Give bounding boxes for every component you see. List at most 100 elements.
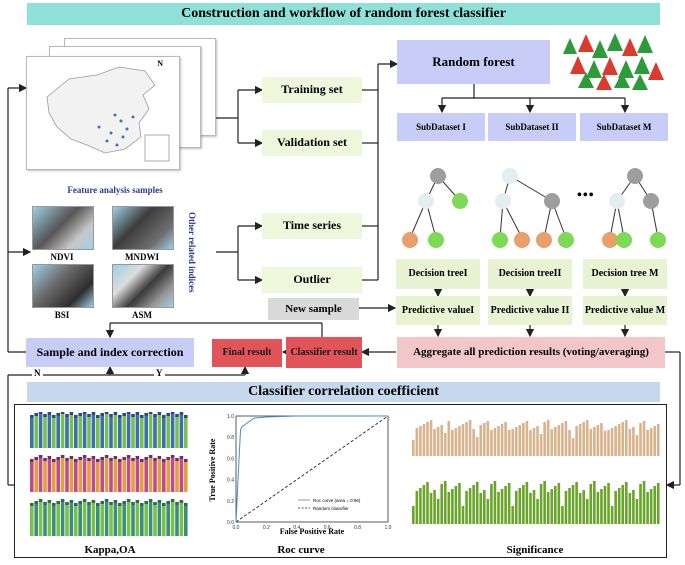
kappa-bar-cap: [43, 414, 47, 417]
kappa-bar-cap: [135, 412, 140, 415]
kappa-bar-cap: [153, 458, 157, 461]
significance-bar: [646, 492, 649, 524]
significance-bar: [585, 420, 589, 456]
kappa-bar-cap: [148, 499, 153, 502]
significance-bar: [436, 499, 440, 524]
kappa-bar-cap: [78, 501, 82, 504]
significance-bar: [475, 437, 479, 456]
significance-bar: [522, 485, 525, 524]
forest-illustration: [563, 33, 664, 90]
kappa-bar: [100, 416, 104, 448]
kappa-bar: [96, 462, 100, 492]
kappa-bar-cap: [140, 415, 144, 418]
significance-bar: [639, 484, 642, 524]
kappa-bar-cap: [38, 412, 43, 414]
significance-bar: [507, 483, 511, 524]
significance-bar: [635, 499, 639, 524]
kappa-bar-cap: [74, 415, 78, 418]
subdataset-1: SubDataset I: [397, 113, 485, 141]
kappa-bar: [56, 416, 60, 448]
kappa-bar: [52, 418, 56, 448]
significance-bar: [554, 427, 557, 456]
significance-bar: [429, 420, 433, 456]
subdataset-m: SubDataset M: [580, 113, 668, 141]
kappa-bar: [65, 417, 69, 448]
north-arrow-label: N: [157, 59, 163, 68]
significance-bar: [500, 424, 504, 456]
significance-bar: [596, 425, 600, 456]
kappa-bar-cap: [131, 414, 135, 417]
kappa-bar: [122, 416, 126, 448]
kappa-bar: [69, 459, 74, 492]
significance-bar: [511, 506, 514, 524]
kappa-bar-cap: [170, 455, 175, 458]
significance-bar: [532, 490, 536, 524]
significance-bar: [575, 482, 578, 524]
significance-bar: [536, 426, 539, 456]
roc-ytick-label: 0.6: [227, 456, 234, 462]
bsi-image: [32, 264, 94, 308]
kappa-bar-cap: [69, 500, 74, 503]
significance-bar: [532, 428, 536, 456]
kappa-bar: [74, 418, 78, 448]
significance-bar: [493, 428, 497, 456]
kappa-bar-cap: [166, 501, 170, 504]
kappa-bar-cap: [43, 458, 47, 461]
kappa-bar-cap: [140, 503, 144, 506]
significance-bar: [447, 421, 451, 456]
kappa-bar: [47, 415, 52, 448]
kappa-bar-cap: [52, 415, 56, 418]
kappa-bar: [118, 462, 122, 492]
kappa-bar-cap: [100, 413, 104, 416]
kappa-bar: [175, 417, 179, 448]
significance-bar: [429, 493, 433, 524]
significance-bar: [564, 491, 568, 524]
significance-bar: [571, 485, 575, 524]
significance-bar: [412, 506, 415, 524]
kappa-bar: [91, 415, 96, 448]
branch-yes-label: Y: [154, 368, 165, 378]
kappa-bar-cap: [144, 501, 148, 504]
significance-bar: [458, 483, 461, 524]
kappa-bar: [43, 461, 47, 492]
ndvi-label: NDVI: [50, 252, 74, 262]
significance-bar: [465, 422, 468, 456]
ellipsis: •••: [577, 188, 595, 203]
kappa-bar-cap: [91, 500, 96, 503]
kappa-bar: [52, 462, 56, 492]
roc-legend-curve: Roc curve (area = 0.96): [313, 498, 361, 503]
kappa-bar-cap: [96, 503, 100, 506]
kappa-bar: [179, 459, 184, 492]
significance-bar: [571, 438, 575, 456]
kappa-bar-cap: [184, 459, 188, 462]
kappa-bar: [78, 504, 82, 536]
kappa-bar: [179, 415, 184, 448]
kappa-bar-cap: [65, 458, 69, 461]
significance-bar: [490, 484, 493, 524]
kappa-bar-cap: [148, 412, 153, 414]
kappa-bar: [43, 417, 47, 448]
kappa-bar: [60, 458, 65, 492]
significance-bar: [440, 425, 443, 456]
significance-bar: [546, 492, 550, 524]
kappa-bar: [78, 460, 82, 492]
significance-bar: [422, 424, 426, 456]
significance-bar: [593, 427, 596, 456]
significance-bar: [443, 481, 447, 524]
kappa-bar: [82, 414, 87, 448]
significance-bar: [610, 506, 614, 524]
roc-xtick-label: 0.8: [354, 525, 361, 531]
kappa-bar-cap: [34, 501, 38, 504]
roc-panel-label: Roc curve: [277, 544, 325, 556]
kappa-bar: [69, 503, 74, 536]
flow-connectors: [7, 59, 681, 490]
significance-bar: [621, 422, 625, 456]
significance-bar: [625, 482, 628, 524]
roc-xtick-label: 0.0: [233, 525, 240, 531]
significance-bar: [646, 430, 649, 456]
kappa-bar: [30, 418, 34, 448]
significance-bar: [483, 423, 486, 456]
asm-image: [112, 264, 174, 308]
kappa-bar-cap: [162, 459, 166, 462]
correction-box: Sample and index correction: [26, 338, 194, 367]
